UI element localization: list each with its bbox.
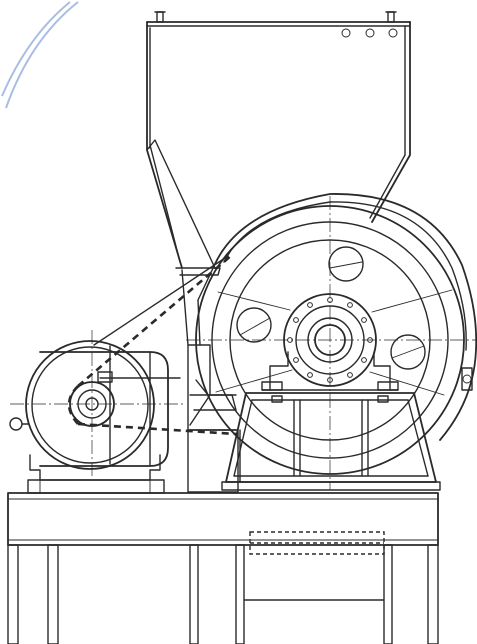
rotor-pedestal: [221, 392, 441, 491]
feed-hopper: [146, 11, 411, 276]
base-frame: [7, 492, 439, 644]
drive-motor: [9, 340, 169, 494]
drive-belt: [67, 254, 237, 436]
center-lines: [10, 196, 477, 490]
stamp-watermark: [1, 1, 79, 109]
